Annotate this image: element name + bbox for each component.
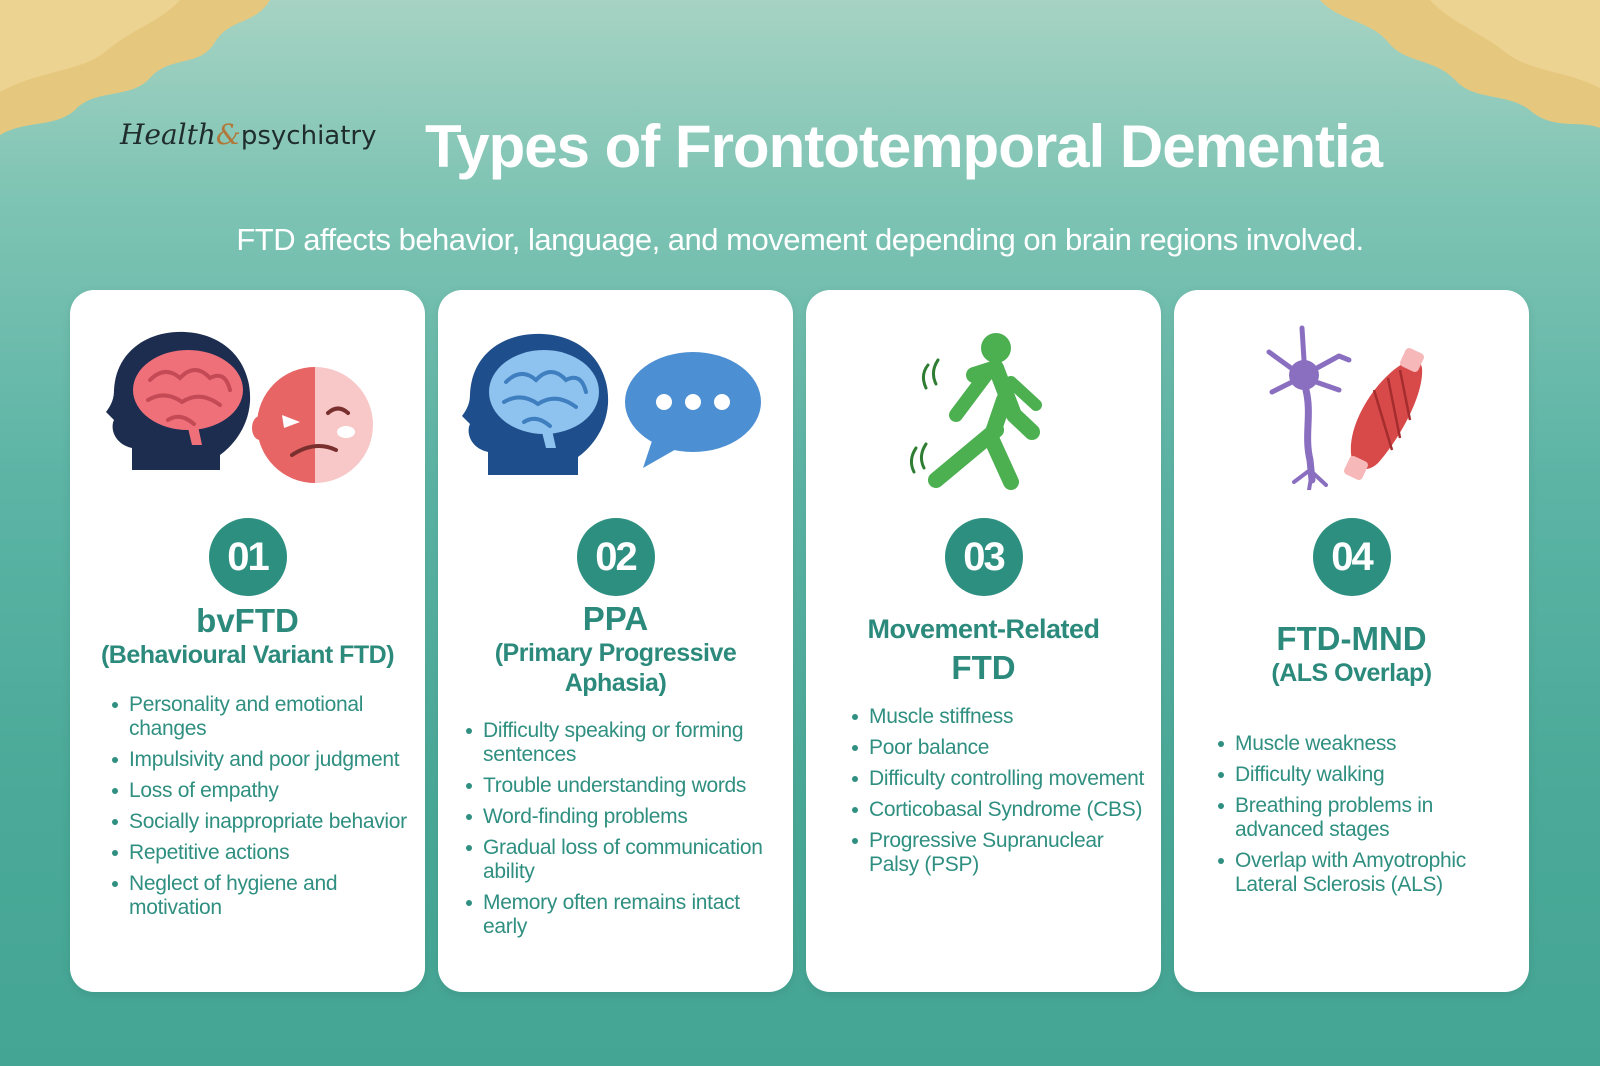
card-title: PPA (582, 600, 649, 637)
list-item: Gradual loss of communication ability (466, 836, 783, 884)
card-movement-related-ftd: 03 Movement-Related FTD Muscle stiffness… (806, 290, 1161, 992)
motion-lines-icon (909, 358, 940, 474)
card-title: FTD-MND (1276, 620, 1427, 657)
speech-bubble-icon (625, 352, 761, 468)
list-item: Difficulty speaking or forming sentences (466, 719, 783, 767)
card-subtitle: (Primary Progressive Aphasia) (494, 639, 737, 697)
list-item: Poor balance (852, 736, 1151, 760)
card-ftd-mnd: 04 FTD-MND (ALS Overlap) Muscle weakness… (1174, 290, 1529, 992)
list-item: Personality and emotional changes (112, 693, 413, 741)
list-item: Socially inappropriate behavior (112, 810, 413, 834)
list-item: Impulsivity and poor judgment (112, 748, 413, 772)
brand-logo: Health&psychiatry (120, 118, 377, 151)
card-subtitle: (ALS Overlap) (1271, 659, 1432, 687)
card-3-illustration (909, 333, 1042, 490)
card-heading: FTD-MND (ALS Overlap) (1182, 620, 1521, 688)
list-item: Neglect of hygiene and motivation (112, 872, 413, 920)
logo-plain-text: psychiatry (240, 121, 377, 151)
card-number-badge: 01 (208, 518, 287, 596)
page-subtitle: FTD affects behavior, language, and move… (236, 222, 1364, 257)
symptom-list: Personality and emotional changes Impuls… (112, 693, 413, 927)
card-number-badge: 02 (576, 518, 655, 596)
list-item: Difficulty walking (1218, 763, 1519, 787)
card-1-illustration (106, 331, 373, 483)
card-heading: Movement-Related FTD (814, 612, 1153, 690)
card-heading: bvFTD (Behavioural Variant FTD) (78, 602, 417, 670)
card-ppa: 02 PPA (Primary Progressive Aphasia) Dif… (438, 290, 793, 992)
list-item: Corticobasal Syndrome (CBS) (852, 798, 1151, 822)
list-item: Progressive Supranuclear Palsy (PSP) (852, 829, 1151, 877)
symptom-list: Muscle stiffness Poor balance Difficulty… (852, 705, 1151, 884)
list-item: Difficulty controlling movement (852, 767, 1151, 791)
card-title-line-1: Movement-Related (867, 614, 1100, 644)
walking-person-icon (928, 333, 1042, 490)
brain-head-icon (106, 331, 251, 470)
symptom-list: Muscle weakness Difficulty walking Breat… (1218, 732, 1519, 904)
symptom-list: Difficulty speaking or forming sentences… (466, 719, 783, 946)
gold-splash-decoration-right (1320, 0, 1600, 128)
list-item: Overlap with Amyotrophic Lateral Scleros… (1218, 849, 1519, 897)
page-title: Types of Frontotemporal Dementia (425, 113, 1383, 180)
card-4-illustration (1266, 325, 1424, 490)
card-bvftd: 01 bvFTD (Behavioural Variant FTD) Perso… (70, 290, 425, 992)
card-heading: PPA (Primary Progressive Aphasia) (446, 600, 785, 698)
gold-splash-decoration-left (0, 0, 270, 135)
muscle-icon (1344, 348, 1424, 480)
list-item: Repetitive actions (112, 841, 413, 865)
card-subtitle: (Behavioural Variant FTD) (100, 641, 395, 669)
list-item: Word-finding problems (466, 805, 783, 829)
card-number-badge: 03 (944, 518, 1023, 596)
card-number-badge: 04 (1312, 518, 1391, 596)
list-item: Breathing problems in advanced stages (1218, 794, 1519, 842)
brain-head-icon (462, 333, 609, 475)
logo-ampersand: & (215, 118, 241, 151)
list-item: Muscle stiffness (852, 705, 1151, 729)
list-item: Trouble understanding words (466, 774, 783, 798)
list-item: Memory often remains intact early (466, 891, 783, 939)
card-title-line-2: FTD (951, 649, 1016, 686)
card-2-illustration (462, 333, 761, 475)
list-item: Muscle weakness (1218, 732, 1519, 756)
two-face-mask-icon (252, 367, 373, 483)
neuron-icon (1266, 325, 1352, 490)
list-item: Loss of empathy (112, 779, 413, 803)
card-title: bvFTD (196, 602, 299, 639)
logo-script-text: Health (120, 118, 216, 151)
